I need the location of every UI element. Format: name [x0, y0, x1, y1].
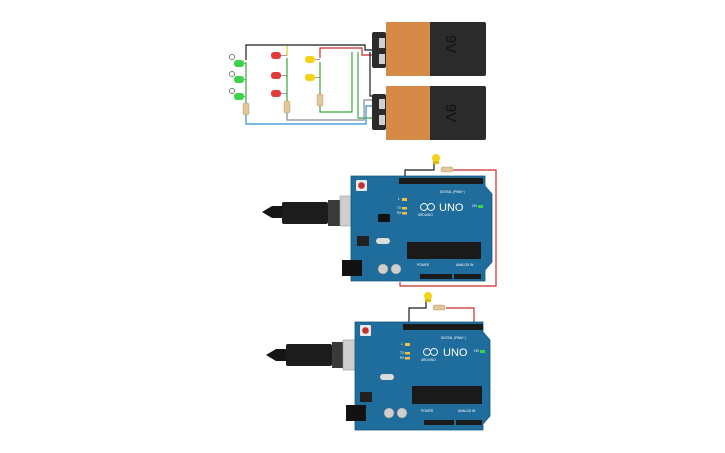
power-jack[interactable]: [346, 405, 366, 421]
yellow-led[interactable]: [305, 56, 320, 63]
green-led-column: [229, 54, 250, 116]
wire-green-right[interactable]: [319, 52, 353, 113]
wire-black-top[interactable]: [245, 44, 378, 60]
yellow-led-column: [305, 56, 324, 107]
power-header: [424, 420, 454, 425]
resistor[interactable]: [316, 93, 324, 107]
wire-green-right2[interactable]: [357, 52, 378, 119]
green-led[interactable]: [229, 88, 246, 100]
wire-red-top[interactable]: [319, 47, 378, 58]
wire-red[interactable]: [399, 169, 497, 287]
chip: [407, 242, 481, 259]
power-jack[interactable]: [342, 260, 362, 276]
yellow-led[interactable]: [432, 154, 440, 164]
l-label: L: [398, 197, 400, 201]
power-label: POWER: [421, 409, 434, 413]
red-led-column: [271, 52, 291, 114]
battery-label: 9V: [442, 104, 459, 122]
tx-label: TX: [400, 351, 405, 355]
chip: [412, 386, 482, 404]
on-label: ON: [472, 204, 477, 208]
battery-9v[interactable]: 9V: [372, 86, 486, 140]
yellow-led[interactable]: [424, 292, 432, 302]
battery-9v[interactable]: 9V: [372, 22, 486, 76]
brand-label: ARDUINO: [421, 358, 436, 362]
digital-label: DIGITAL (PWM~): [441, 336, 466, 340]
rx-label: RX: [397, 211, 402, 215]
arduino-board-1[interactable]: DIGITAL (PWM~) UNO ARDUINO ON L TX RX PO…: [262, 154, 497, 287]
green-led[interactable]: [229, 71, 246, 83]
yellow-led[interactable]: [305, 74, 320, 81]
resistor[interactable]: [242, 102, 250, 116]
analog-header: [456, 420, 482, 425]
on-label: ON: [474, 349, 479, 353]
analog-label: ANALOG IN: [458, 409, 476, 413]
green-led[interactable]: [229, 54, 246, 67]
red-led[interactable]: [271, 90, 287, 97]
resistor[interactable]: [283, 100, 291, 114]
wire-red[interactable]: [446, 307, 475, 324]
red-led[interactable]: [271, 72, 287, 79]
l-label: L: [401, 342, 403, 346]
battery-label: 9V: [442, 35, 459, 53]
arduino-board-2[interactable]: DIGITAL (PWM~) UNO ARDUINO ON L TX RX PO…: [266, 292, 491, 431]
model-label: UNO: [439, 202, 464, 214]
digital-header: [403, 324, 483, 330]
led-battery-circuit: 9V 9V: [229, 22, 486, 140]
digital-header: [399, 178, 483, 184]
wire-black[interactable]: [404, 164, 435, 178]
brand-label: ARDUINO: [418, 213, 433, 217]
power-header: [420, 274, 452, 279]
resistor[interactable]: [440, 166, 454, 173]
red-led[interactable]: [271, 52, 287, 59]
wire-gray[interactable]: [286, 99, 378, 121]
wire-blue[interactable]: [245, 105, 378, 125]
analog-label: ANALOG IN: [456, 263, 474, 267]
digital-label: DIGITAL (PWM~): [440, 190, 465, 194]
model-label: UNO: [443, 347, 468, 359]
wire-black[interactable]: [408, 302, 427, 324]
power-label: POWER: [417, 263, 430, 267]
resistor[interactable]: [432, 304, 446, 311]
analog-header: [454, 274, 481, 279]
rx-label: RX: [400, 356, 405, 360]
tx-label: TX: [397, 206, 402, 210]
